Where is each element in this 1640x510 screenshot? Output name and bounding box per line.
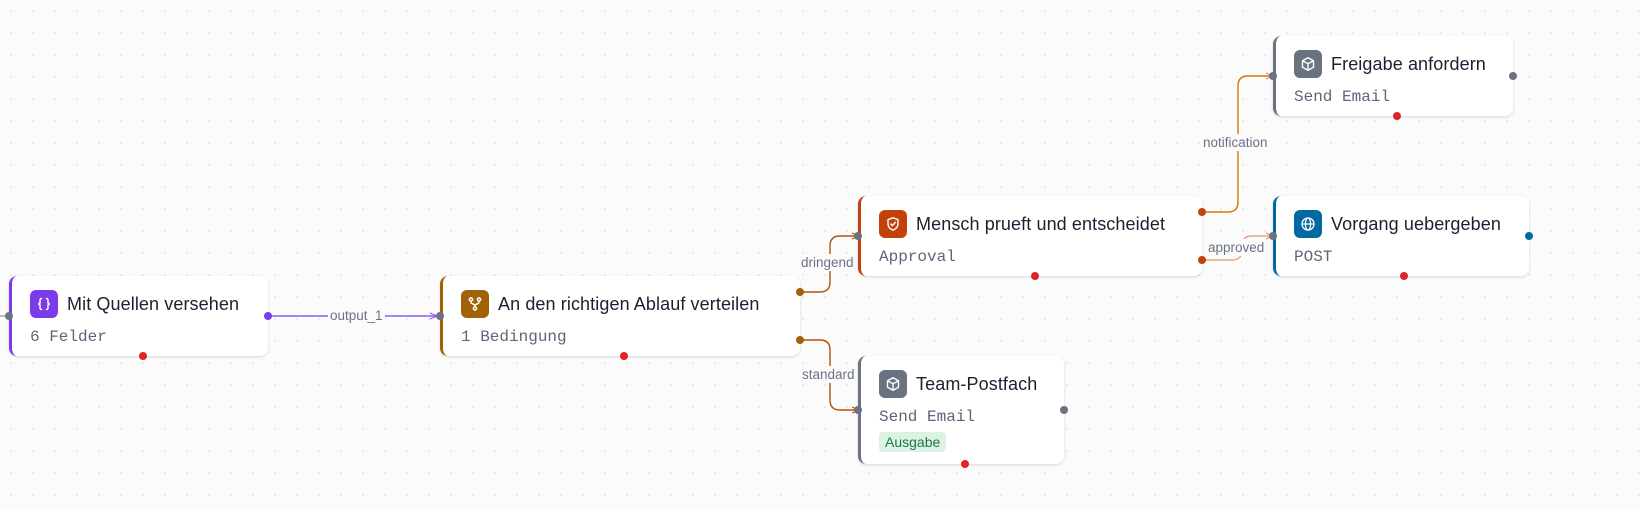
node-title: Freigabe anfordern bbox=[1331, 53, 1486, 74]
output-handle[interactable] bbox=[1060, 406, 1068, 414]
input-handle[interactable] bbox=[5, 312, 13, 320]
globe-icon bbox=[1294, 210, 1322, 238]
input-handle[interactable] bbox=[854, 232, 862, 240]
node-subtitle: POST bbox=[1294, 248, 1333, 266]
output-badge: Ausgabe bbox=[879, 432, 947, 452]
input-handle[interactable] bbox=[436, 312, 444, 320]
cube-icon bbox=[1294, 50, 1322, 78]
node-vorgang-uebergeben[interactable]: Vorgang uebergeben POST bbox=[1269, 196, 1533, 280]
node-subtitle: Approval bbox=[879, 248, 956, 266]
input-handle[interactable] bbox=[1269, 232, 1277, 240]
output-handle-notification[interactable] bbox=[1198, 208, 1206, 216]
edge-label-output-1: output_1 bbox=[328, 307, 385, 324]
error-handle[interactable] bbox=[1393, 112, 1401, 120]
node-title: Mit Quellen versehen bbox=[67, 293, 240, 314]
branch-icon bbox=[461, 290, 489, 318]
shield-check-icon bbox=[879, 210, 907, 238]
node-mit-quellen-versehen[interactable]: Mit Quellen versehen 6 Felder bbox=[5, 276, 272, 360]
node-an-den-richtigen-ablauf-verteilen[interactable]: An den richtigen Ablauf verteilen 1 Bedi… bbox=[436, 276, 804, 360]
node-title: Vorgang uebergeben bbox=[1331, 213, 1501, 234]
edge-label-standard: standard bbox=[800, 366, 857, 383]
node-mensch-prueft-und-entscheidet[interactable]: Mensch prueft und entscheidet Approval bbox=[854, 196, 1206, 280]
error-handle[interactable] bbox=[620, 352, 628, 360]
output-handle[interactable] bbox=[1525, 232, 1533, 240]
edge-label-dringend: dringend bbox=[799, 254, 856, 271]
output-handle-approved[interactable] bbox=[1198, 256, 1206, 264]
node-subtitle: Send Email bbox=[1294, 88, 1391, 106]
edge-label-notification: notification bbox=[1201, 134, 1270, 151]
input-handle[interactable] bbox=[1269, 72, 1277, 80]
node-subtitle: Send Email bbox=[879, 408, 976, 426]
edge-label-approved: approved bbox=[1206, 239, 1267, 256]
cube-icon bbox=[879, 370, 907, 398]
output-handle-dringend[interactable] bbox=[796, 288, 804, 296]
node-team-postfach[interactable]: Team-Postfach Send Email Ausgabe bbox=[854, 356, 1068, 468]
error-handle[interactable] bbox=[1400, 272, 1408, 280]
node-title: An den richtigen Ablauf verteilen bbox=[498, 293, 760, 314]
node-title: Mensch prueft und entscheidet bbox=[916, 213, 1166, 234]
output-handle[interactable] bbox=[1509, 72, 1517, 80]
output-handle-standard[interactable] bbox=[796, 336, 804, 344]
node-subtitle: 1 Bedingung bbox=[461, 328, 567, 346]
error-handle[interactable] bbox=[139, 352, 147, 360]
error-handle[interactable] bbox=[961, 460, 969, 468]
output-handle[interactable] bbox=[264, 312, 272, 320]
node-freigabe-anfordern[interactable]: Freigabe anfordern Send Email bbox=[1269, 36, 1517, 120]
node-subtitle: 6 Felder bbox=[30, 328, 107, 346]
braces-icon bbox=[30, 290, 58, 318]
input-handle[interactable] bbox=[854, 406, 862, 414]
node-title: Team-Postfach bbox=[916, 373, 1038, 394]
error-handle[interactable] bbox=[1031, 272, 1039, 280]
